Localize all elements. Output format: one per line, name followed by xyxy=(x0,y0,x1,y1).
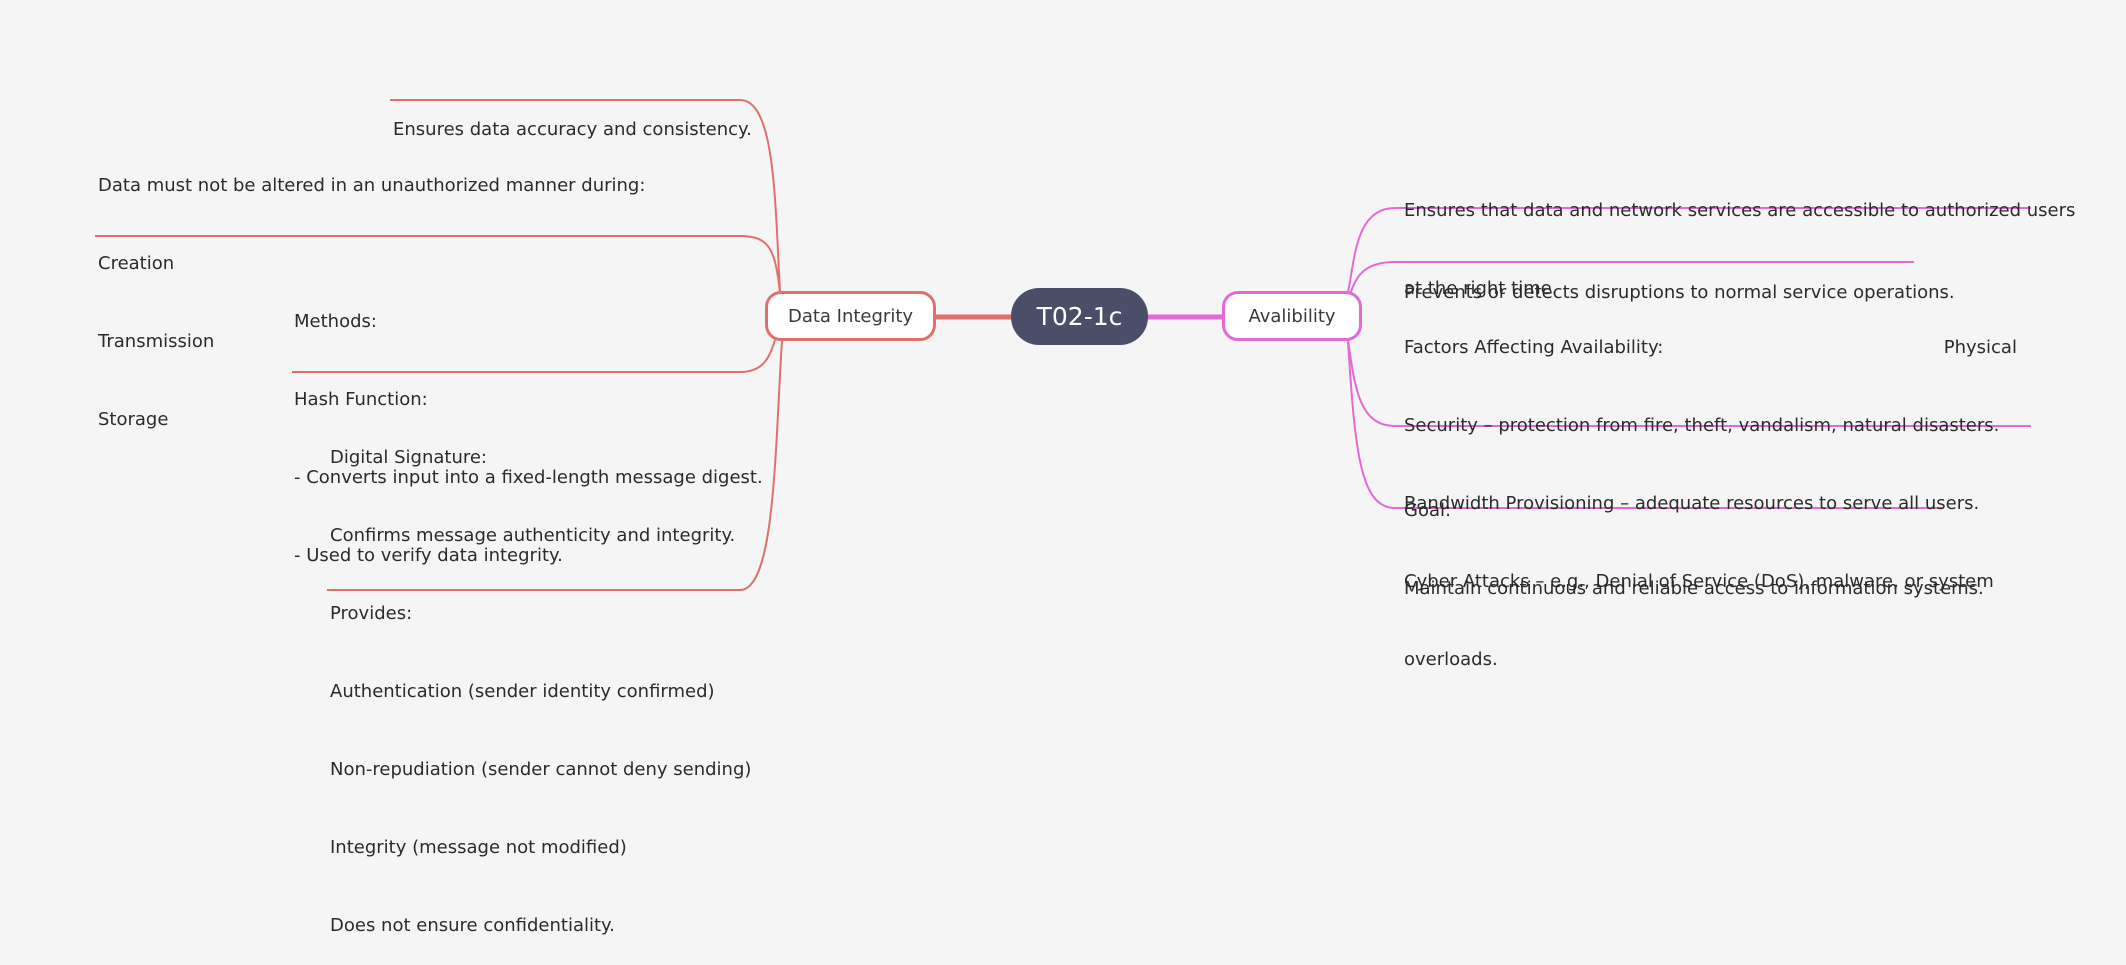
leaf-line: Creation xyxy=(98,253,175,274)
leaf-line: Integrity (message not modified) xyxy=(330,837,627,858)
link-integrity-leaf-3 xyxy=(292,339,776,373)
leaf-line: Provides: xyxy=(330,603,413,624)
branch-availability[interactable]: Avalibility xyxy=(1222,291,1362,341)
branch-data-integrity[interactable]: Data Integrity xyxy=(765,291,936,341)
leaf-line: Transmission xyxy=(98,331,215,352)
link-availability-leaf-1 xyxy=(1347,207,2031,293)
connector-lines xyxy=(95,99,2031,591)
leaf-line: Security – protection from fire, theft, … xyxy=(1404,415,2000,436)
leaf-line: Prevents or detects disruptions to norma… xyxy=(1404,282,1955,303)
leaf-line: Non-repudiation (sender cannot deny send… xyxy=(330,759,752,780)
link-integrity-leaf-1 xyxy=(390,99,781,293)
leaf-line: overloads. xyxy=(1404,649,1498,670)
leaf-line: Bandwidth Provisioning – adequate resour… xyxy=(1404,493,1980,514)
leaf-line: Factors Affecting Availability: Physical xyxy=(1404,337,2017,358)
leaf-line: Does not ensure confidentiality. xyxy=(330,915,615,936)
leaf-line: Maintain continuous and reliable access … xyxy=(1404,578,1984,599)
leaf-line: Confirms message authenticity and integr… xyxy=(330,525,736,546)
link-availability-leaf-4 xyxy=(1347,341,1942,509)
availability-leaf-3[interactable]: Factors Affecting Availability: Physical… xyxy=(1404,283,2017,699)
leaf-line: Hash Function: xyxy=(294,389,428,410)
leaf-line: Ensures that data and network services a… xyxy=(1404,200,2076,221)
root-topic-label: T02-1c xyxy=(1036,302,1123,331)
leaf-line: Methods: xyxy=(294,311,377,332)
branch-data-integrity-label: Data Integrity xyxy=(787,305,914,327)
integrity-leaf-3[interactable]: Methods: Hash Function: - Converts input… xyxy=(294,257,763,595)
availability-leaf-4[interactable]: Goal: Maintain continuous and reliable a… xyxy=(1404,446,1984,628)
leaf-line: Goal: xyxy=(1404,500,1452,521)
leaf-line: Digital Signature: xyxy=(330,447,487,468)
availability-leaf-2[interactable]: Prevents or detects disruptions to norma… xyxy=(1404,228,1955,332)
leaf-line: at the right time. xyxy=(1404,278,1558,299)
link-integrity-leaf-4 xyxy=(327,339,783,591)
integrity-leaf-4[interactable]: Digital Signature: Confirms message auth… xyxy=(330,393,751,965)
leaf-line: Authentication (sender identity confirme… xyxy=(330,681,715,702)
leaf-line: - Converts input into a fixed-length mes… xyxy=(294,467,763,488)
leaf-line: - Used to verify data integrity. xyxy=(294,545,563,566)
link-availability-leaf-3 xyxy=(1347,339,2031,427)
integrity-leaf-2[interactable]: Data must not be altered in an unauthori… xyxy=(98,121,645,459)
leaf-line: Data must not be altered in an unauthori… xyxy=(98,175,646,196)
leaf-line: Cyber Attacks – e.g., Denial of Service … xyxy=(1404,571,1994,592)
link-integrity-leaf-2 xyxy=(95,235,781,293)
leaf-line: Storage xyxy=(98,409,169,430)
leaf-line: Ensures data accuracy and consistency. xyxy=(393,119,752,140)
branch-availability-label: Avalibility xyxy=(1248,305,1336,327)
root-topic[interactable]: T02-1c xyxy=(1011,288,1148,345)
availability-leaf-1[interactable]: Ensures that data and network services a… xyxy=(1404,146,2075,328)
integrity-leaf-1[interactable]: Ensures data accuracy and consistency. xyxy=(393,65,752,169)
